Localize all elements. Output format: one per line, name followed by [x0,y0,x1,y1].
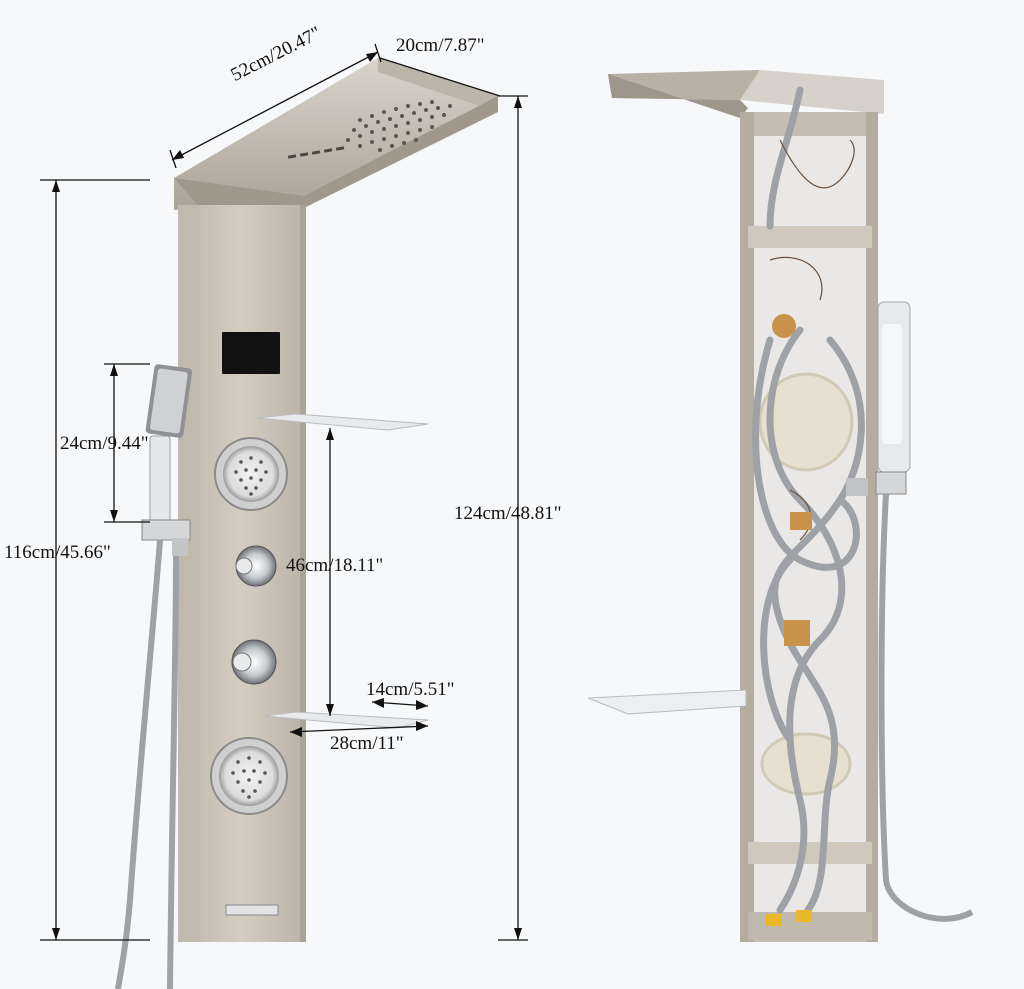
dimension-total-right: 124cm/48.81" [454,503,562,524]
side-shelf [587,689,747,715]
dimension-shelf-depth: 14cm/5.51" [366,679,455,700]
left-shower-panel [115,58,498,989]
shower-hose-side [878,493,974,922]
rain-head-nozzles [346,100,452,152]
internal-hoses [752,86,865,914]
shower-hose [115,539,163,989]
brass-fitting-upper [790,512,812,530]
upper-shelf [255,413,429,431]
dimension-handshower-height: 24cm/9.44" [60,433,149,454]
dimension-top-width: 20cm/7.87" [396,35,485,56]
right-shower-panel-open [587,70,974,942]
internal-wires [769,139,855,541]
diverter-knob [231,639,277,685]
hand-shower-side [875,301,911,495]
inlet-caps [766,914,782,926]
dimension-shelf-width: 28cm/11" [330,733,404,754]
hand-shower [141,364,193,556]
waterfall-slots [287,146,345,159]
rain-shower-head [174,58,498,210]
brass-fitting-lower [784,620,810,646]
temperature-display [222,332,280,374]
dimension-total-left: 116cm/45.66" [4,542,111,563]
tub-spout [225,904,279,916]
thermostatic-valve [772,314,796,338]
dimension-shelf-spacing: 46cm/18.11" [286,555,384,576]
lower-shelf [263,711,429,729]
